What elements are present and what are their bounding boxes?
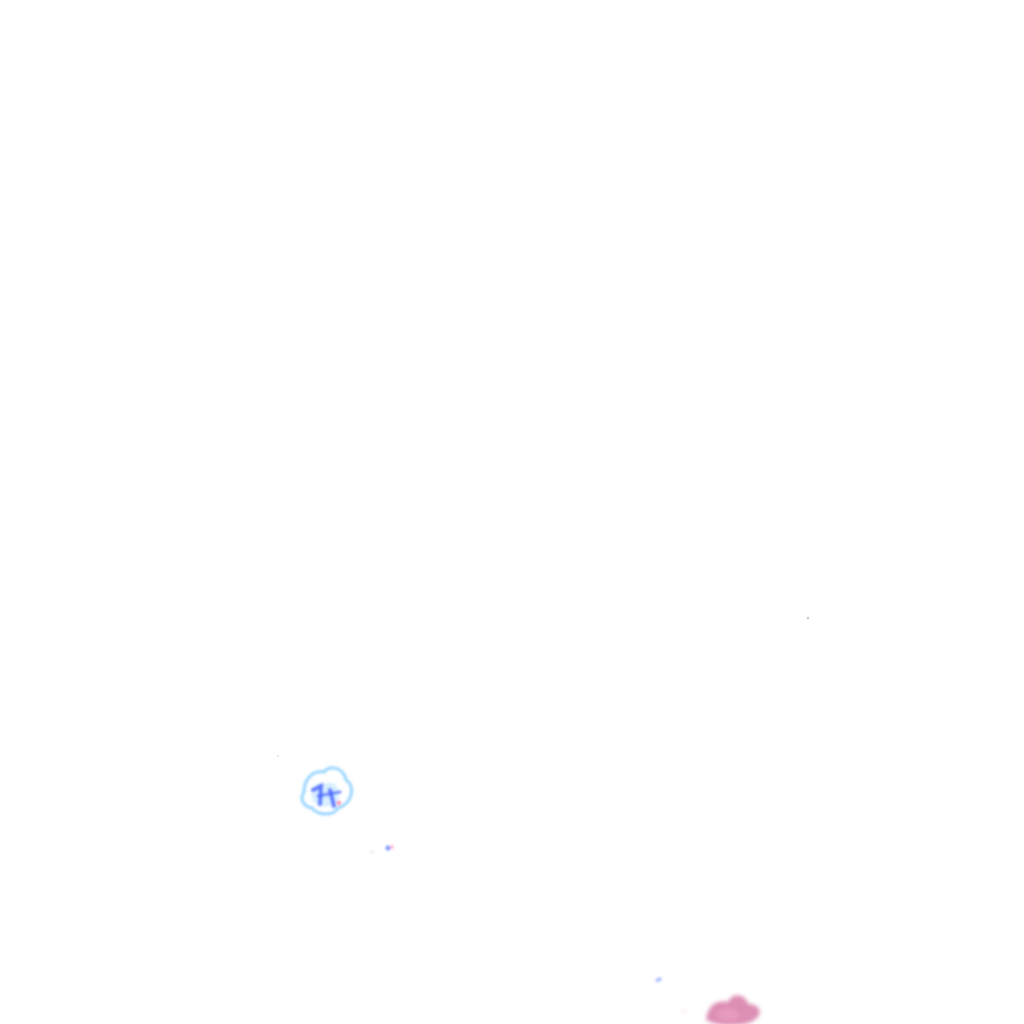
tiny-blue-red-fleck (370, 845, 394, 854)
tiny-blue-fleck (655, 977, 662, 983)
blue-blob (300, 766, 354, 816)
tiny-gray-speck (277, 616, 810, 757)
pink-blob (682, 995, 760, 1024)
